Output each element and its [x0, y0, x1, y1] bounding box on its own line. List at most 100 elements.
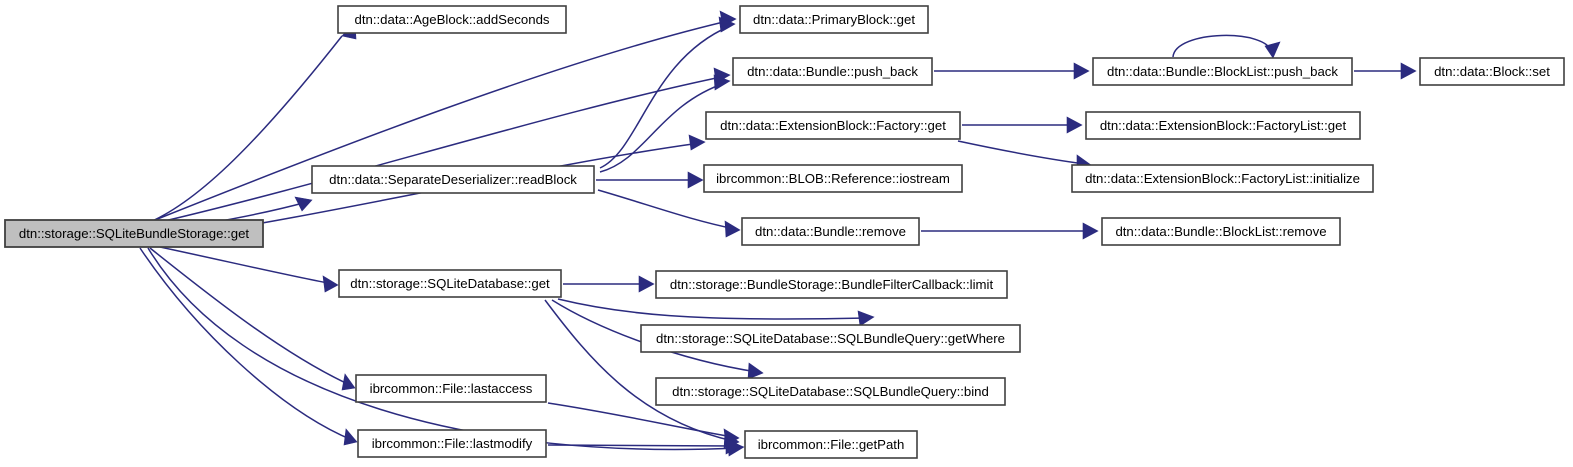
- node-box[interactable]: [655, 270, 1008, 299]
- node-box[interactable]: [337, 5, 567, 34]
- node-blobiostream[interactable]: ibrcommon::BLOB::Reference::iostream: [703, 164, 963, 193]
- node-label: dtn::data::ExtensionBlock::FactoryList::…: [1085, 171, 1360, 186]
- call-edge-readblock-to-primaryget: [599, 16, 736, 169]
- node-lastaccess[interactable]: ibrcommon::File::lastaccess: [355, 374, 547, 403]
- arrowhead-icon: [341, 373, 356, 391]
- call-edge-readblock-to-bundleremove: [597, 189, 741, 238]
- node-flget[interactable]: dtn::data::ExtensionBlock::FactoryList::…: [1085, 111, 1361, 140]
- node-label: dtn::data::Block::set: [1434, 64, 1550, 79]
- edge-line: [147, 247, 739, 451]
- node-label: dtn::data::AgeBlock::addSeconds: [354, 12, 549, 27]
- arrowhead-icon: [1264, 41, 1281, 59]
- edge-line: [139, 247, 353, 441]
- node-box[interactable]: [703, 164, 963, 193]
- call-edge-sqlget-to-getwhere: [557, 298, 875, 327]
- node-label: ibrcommon::File::getPath: [758, 437, 905, 452]
- node-label: dtn::storage::SQLiteDatabase::SQLBundleQ…: [672, 384, 989, 399]
- arrowhead-icon: [1073, 62, 1090, 80]
- node-getwhere[interactable]: dtn::storage::SQLiteDatabase::SQLBundleQ…: [640, 324, 1021, 353]
- arrowhead-icon: [713, 74, 731, 91]
- call-edge-readblock-to-bundlepush: [599, 74, 731, 173]
- edge-line: [154, 19, 733, 221]
- node-box[interactable]: [744, 430, 918, 459]
- node-label: ibrcommon::File::lastaccess: [370, 381, 533, 396]
- node-label: dtn::data::SeparateDeserializer::readBlo…: [329, 172, 577, 187]
- node-box[interactable]: [338, 269, 562, 298]
- node-box[interactable]: [1071, 164, 1374, 193]
- call-edge-sqlget-to-getpath: [544, 299, 740, 449]
- arrowhead-icon: [1082, 222, 1099, 240]
- edge-line: [547, 402, 734, 438]
- arrowhead-icon: [687, 171, 704, 189]
- edge-line: [557, 298, 869, 320]
- call-edge-blpush-to-blockset: [1354, 62, 1417, 80]
- node-box[interactable]: [640, 324, 1021, 353]
- node-root[interactable]: dtn::storage::SQLiteBundleStorage::get: [4, 219, 264, 248]
- call-edge-blpush-to-blpush: [1172, 34, 1281, 59]
- call-edge-readblock-to-blobiostream: [596, 171, 704, 189]
- node-label: dtn::data::Bundle::BlockList::push_back: [1107, 64, 1338, 79]
- node-blockset[interactable]: dtn::data::Block::set: [1419, 57, 1565, 86]
- node-sqlget[interactable]: dtn::storage::SQLiteDatabase::get: [338, 269, 562, 298]
- arrowhead-icon: [343, 428, 358, 446]
- node-box[interactable]: [311, 165, 595, 194]
- node-box[interactable]: [355, 374, 547, 403]
- node-label: dtn::data::ExtensionBlock::Factory::get: [720, 118, 946, 133]
- node-getpath[interactable]: ibrcommon::File::getPath: [744, 430, 918, 459]
- node-label: dtn::data::ExtensionBlock::FactoryList::…: [1100, 118, 1347, 133]
- node-bind[interactable]: dtn::storage::SQLiteDatabase::SQLBundleQ…: [655, 377, 1006, 406]
- edge-line: [597, 189, 736, 230]
- node-box[interactable]: [1085, 111, 1361, 140]
- node-addseconds[interactable]: dtn::data::AgeBlock::addSeconds: [337, 5, 567, 34]
- node-bundlepush[interactable]: dtn::data::Bundle::push_back: [732, 57, 933, 86]
- node-label: dtn::data::PrimaryBlock::get: [753, 12, 915, 27]
- node-label: dtn::storage::SQLiteDatabase::SQLBundleQ…: [656, 331, 1005, 346]
- arrowhead-icon: [1066, 116, 1083, 134]
- node-box[interactable]: [732, 57, 933, 86]
- call-edge-factoryget-to-flinit: [957, 140, 1092, 172]
- arrowhead-icon: [688, 134, 706, 151]
- node-blpush[interactable]: dtn::data::Bundle::BlockList::push_back: [1092, 57, 1353, 86]
- edge-line: [159, 246, 334, 285]
- node-flinit[interactable]: dtn::data::ExtensionBlock::FactoryList::…: [1071, 164, 1374, 193]
- node-box[interactable]: [705, 111, 961, 140]
- node-label: ibrcommon::BLOB::Reference::iostream: [716, 171, 950, 186]
- node-label: dtn::data::Bundle::BlockList::remove: [1115, 224, 1326, 239]
- node-label: ibrcommon::File::lastmodify: [372, 436, 533, 451]
- call-edge-root-to-bundlepush: [159, 67, 731, 223]
- node-box[interactable]: [739, 5, 929, 34]
- call-edge-root-to-sqlget: [159, 246, 339, 293]
- node-box[interactable]: [357, 429, 547, 458]
- node-readblock[interactable]: dtn::data::SeparateDeserializer::readBlo…: [311, 165, 595, 194]
- node-lastmodify[interactable]: ibrcommon::File::lastmodify: [357, 429, 547, 458]
- self-loop-edge-line: [1172, 34, 1273, 58]
- call-edge-root-to-lastmodify: [139, 247, 358, 446]
- edge-line: [149, 35, 343, 223]
- arrowhead-icon: [294, 196, 313, 212]
- arrowhead-icon: [857, 310, 875, 327]
- node-label: dtn::data::Bundle::remove: [755, 224, 906, 239]
- call-edge-sqlget-to-cblimit: [563, 275, 655, 293]
- node-cblimit[interactable]: dtn::storage::BundleStorage::BundleFilte…: [655, 270, 1008, 299]
- edge-line: [149, 247, 351, 386]
- arrowhead-icon: [1400, 62, 1417, 80]
- node-box[interactable]: [741, 217, 920, 246]
- node-bundleremove[interactable]: dtn::data::Bundle::remove: [741, 217, 920, 246]
- arrowhead-icon: [718, 16, 736, 33]
- arrowhead-icon: [322, 275, 339, 293]
- call-edge-lastaccess-to-getpath: [547, 402, 740, 446]
- arrowhead-icon: [638, 275, 655, 293]
- node-label: dtn::data::Bundle::push_back: [747, 64, 918, 79]
- node-box[interactable]: [1419, 57, 1565, 86]
- node-factoryget[interactable]: dtn::data::ExtensionBlock::Factory::get: [705, 111, 961, 140]
- call-edge-bundlepush-to-blpush: [934, 62, 1090, 80]
- node-label: dtn::storage::BundleStorage::BundleFilte…: [670, 277, 994, 292]
- node-primaryget[interactable]: dtn::data::PrimaryBlock::get: [739, 5, 929, 34]
- node-blremove[interactable]: dtn::data::Bundle::BlockList::remove: [1101, 217, 1341, 246]
- node-box-current[interactable]: [4, 219, 264, 248]
- arrowhead-icon: [724, 220, 741, 238]
- node-box[interactable]: [1092, 57, 1353, 86]
- node-box[interactable]: [655, 377, 1006, 406]
- node-box[interactable]: [1101, 217, 1341, 246]
